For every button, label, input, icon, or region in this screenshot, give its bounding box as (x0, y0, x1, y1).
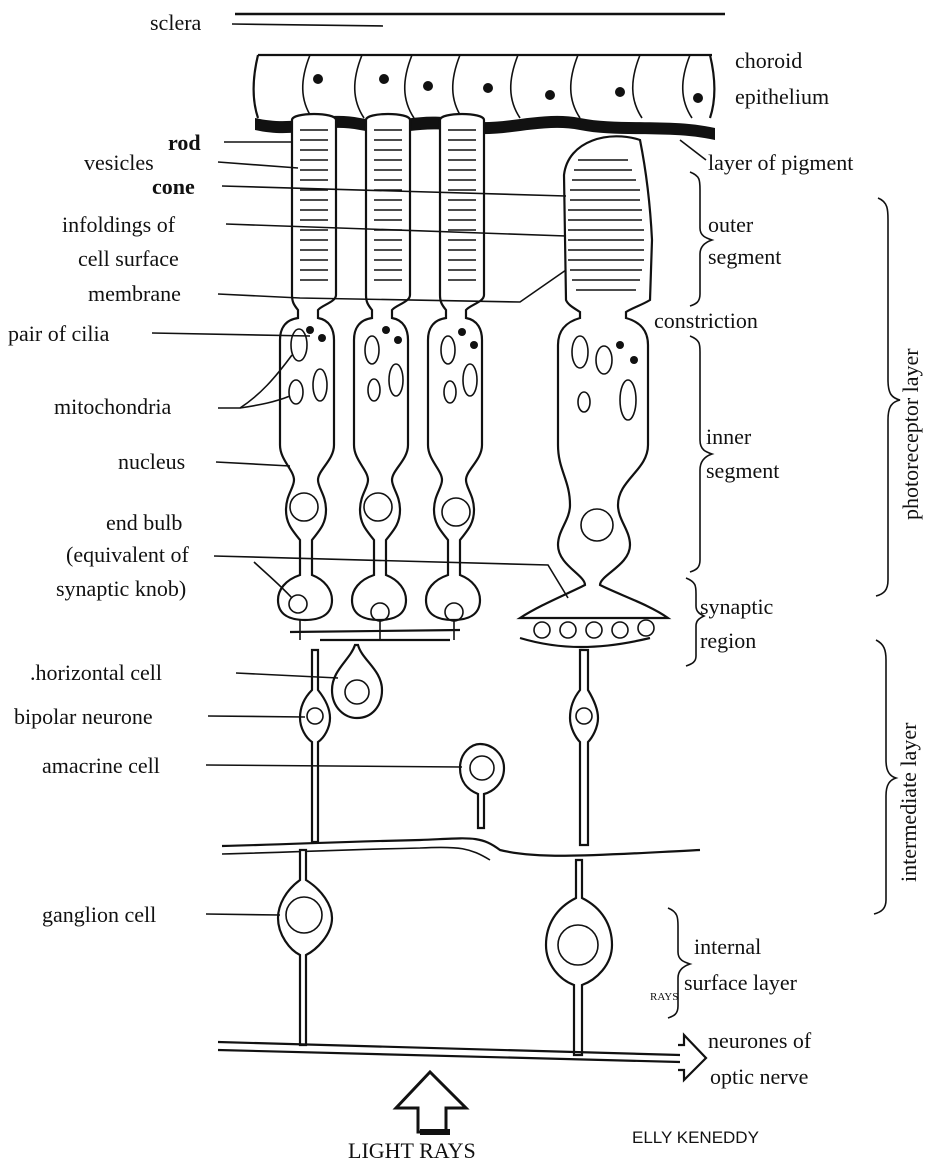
label-synaptic-region-2: region (700, 628, 756, 653)
label-amacrine-cell: amacrine cell (42, 753, 160, 778)
light-rays-arrow (396, 1072, 466, 1132)
label-outer-segment-2: segment (708, 244, 781, 269)
label-vesicles: vesicles (84, 150, 154, 175)
label-inner-segment-1: inner (706, 424, 752, 449)
label-layer-of-pigment: layer of pigment (708, 150, 853, 175)
label-rays-small: RAYS (650, 991, 678, 1003)
label-epithelium: epithelium (735, 84, 829, 109)
cone-cell (520, 136, 668, 638)
label-pair-of-cilia: pair of cilia (8, 321, 110, 346)
credit-text: ELLY KENEDDY (632, 1128, 759, 1147)
label-inner-segment-2: segment (706, 458, 779, 483)
label-sclera: sclera (150, 10, 202, 35)
rod-cell (278, 114, 336, 620)
label-infoldings-1: infoldings of (62, 212, 176, 237)
label-bipolar-neurone: bipolar neurone (14, 704, 153, 729)
label-horizontal-cell: .horizontal cell (30, 660, 162, 685)
label-cone: cone (152, 174, 195, 199)
label-internal-surface-1: internal (694, 934, 761, 959)
label-infoldings-2: cell surface (78, 246, 179, 271)
label-light-rays: LIGHT RAYS (348, 1138, 476, 1163)
rod-cell (426, 114, 484, 620)
label-intermediate-layer: intermediate layer (896, 722, 921, 882)
label-neurones-1: neurones of (708, 1028, 812, 1053)
label-photoreceptor-layer: photoreceptor layer (898, 348, 923, 520)
label-membrane: membrane (88, 281, 181, 306)
label-end-bulb-2: (equivalent of (66, 542, 189, 567)
label-end-bulb-3: synaptic knob) (56, 576, 186, 601)
sclera-layer (232, 14, 725, 26)
label-constriction: constriction (654, 308, 758, 333)
label-ganglion-cell: ganglion cell (42, 902, 156, 927)
label-rod: rod (168, 130, 201, 155)
neurone-network (218, 645, 706, 1080)
label-nucleus: nucleus (118, 449, 185, 474)
label-internal-surface-2: surface layer (684, 970, 798, 995)
label-end-bulb-1: end bulb (106, 510, 182, 535)
label-synaptic-region-1: synaptic (700, 594, 774, 619)
label-outer-segment-1: outer (708, 212, 754, 237)
label-neurones-2: optic nerve (710, 1064, 808, 1089)
label-mitochondria: mitochondria (54, 394, 172, 419)
label-choroid: choroid (735, 48, 802, 73)
